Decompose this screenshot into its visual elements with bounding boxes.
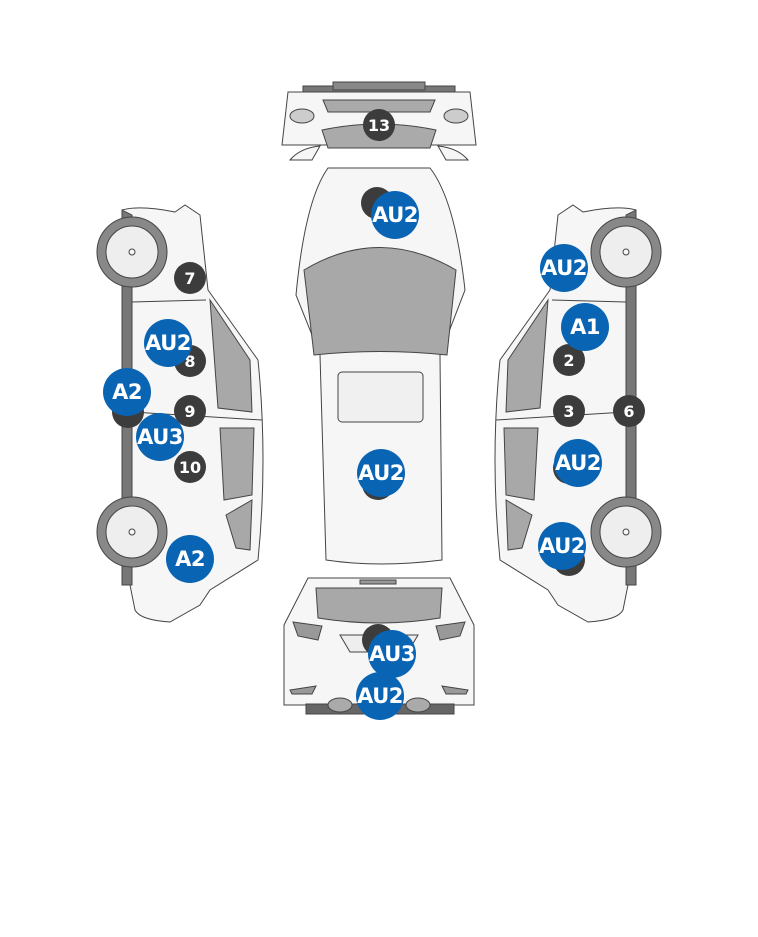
damage-marker[interactable]: A2: [166, 535, 214, 583]
damage-marker[interactable]: AU2: [356, 672, 404, 720]
damage-marker[interactable]: AU2: [357, 449, 405, 497]
car-front-view: [281, 81, 477, 161]
damage-marker[interactable]: AU2: [554, 439, 602, 487]
area-marker[interactable]: 13: [363, 109, 395, 141]
car-top-view: [295, 167, 466, 565]
wheel-icon: [590, 496, 662, 568]
damage-marker[interactable]: AU2: [371, 191, 419, 239]
wheel-icon: [590, 216, 662, 288]
damage-marker[interactable]: AU3: [136, 413, 184, 461]
wheel-icon: [96, 216, 168, 288]
damage-marker[interactable]: AU2: [540, 244, 588, 292]
area-marker[interactable]: 3: [553, 395, 585, 427]
area-marker[interactable]: 6: [613, 395, 645, 427]
wheel-icon: [96, 496, 168, 568]
damage-marker[interactable]: AU2: [144, 319, 192, 367]
area-marker[interactable]: 10: [174, 451, 206, 483]
area-marker[interactable]: 7: [174, 262, 206, 294]
damage-marker[interactable]: A2: [103, 368, 151, 416]
damage-marker[interactable]: AU3: [368, 630, 416, 678]
damage-marker[interactable]: AU2: [538, 522, 586, 570]
damage-marker[interactable]: A1: [561, 303, 609, 351]
area-marker[interactable]: 9: [174, 395, 206, 427]
